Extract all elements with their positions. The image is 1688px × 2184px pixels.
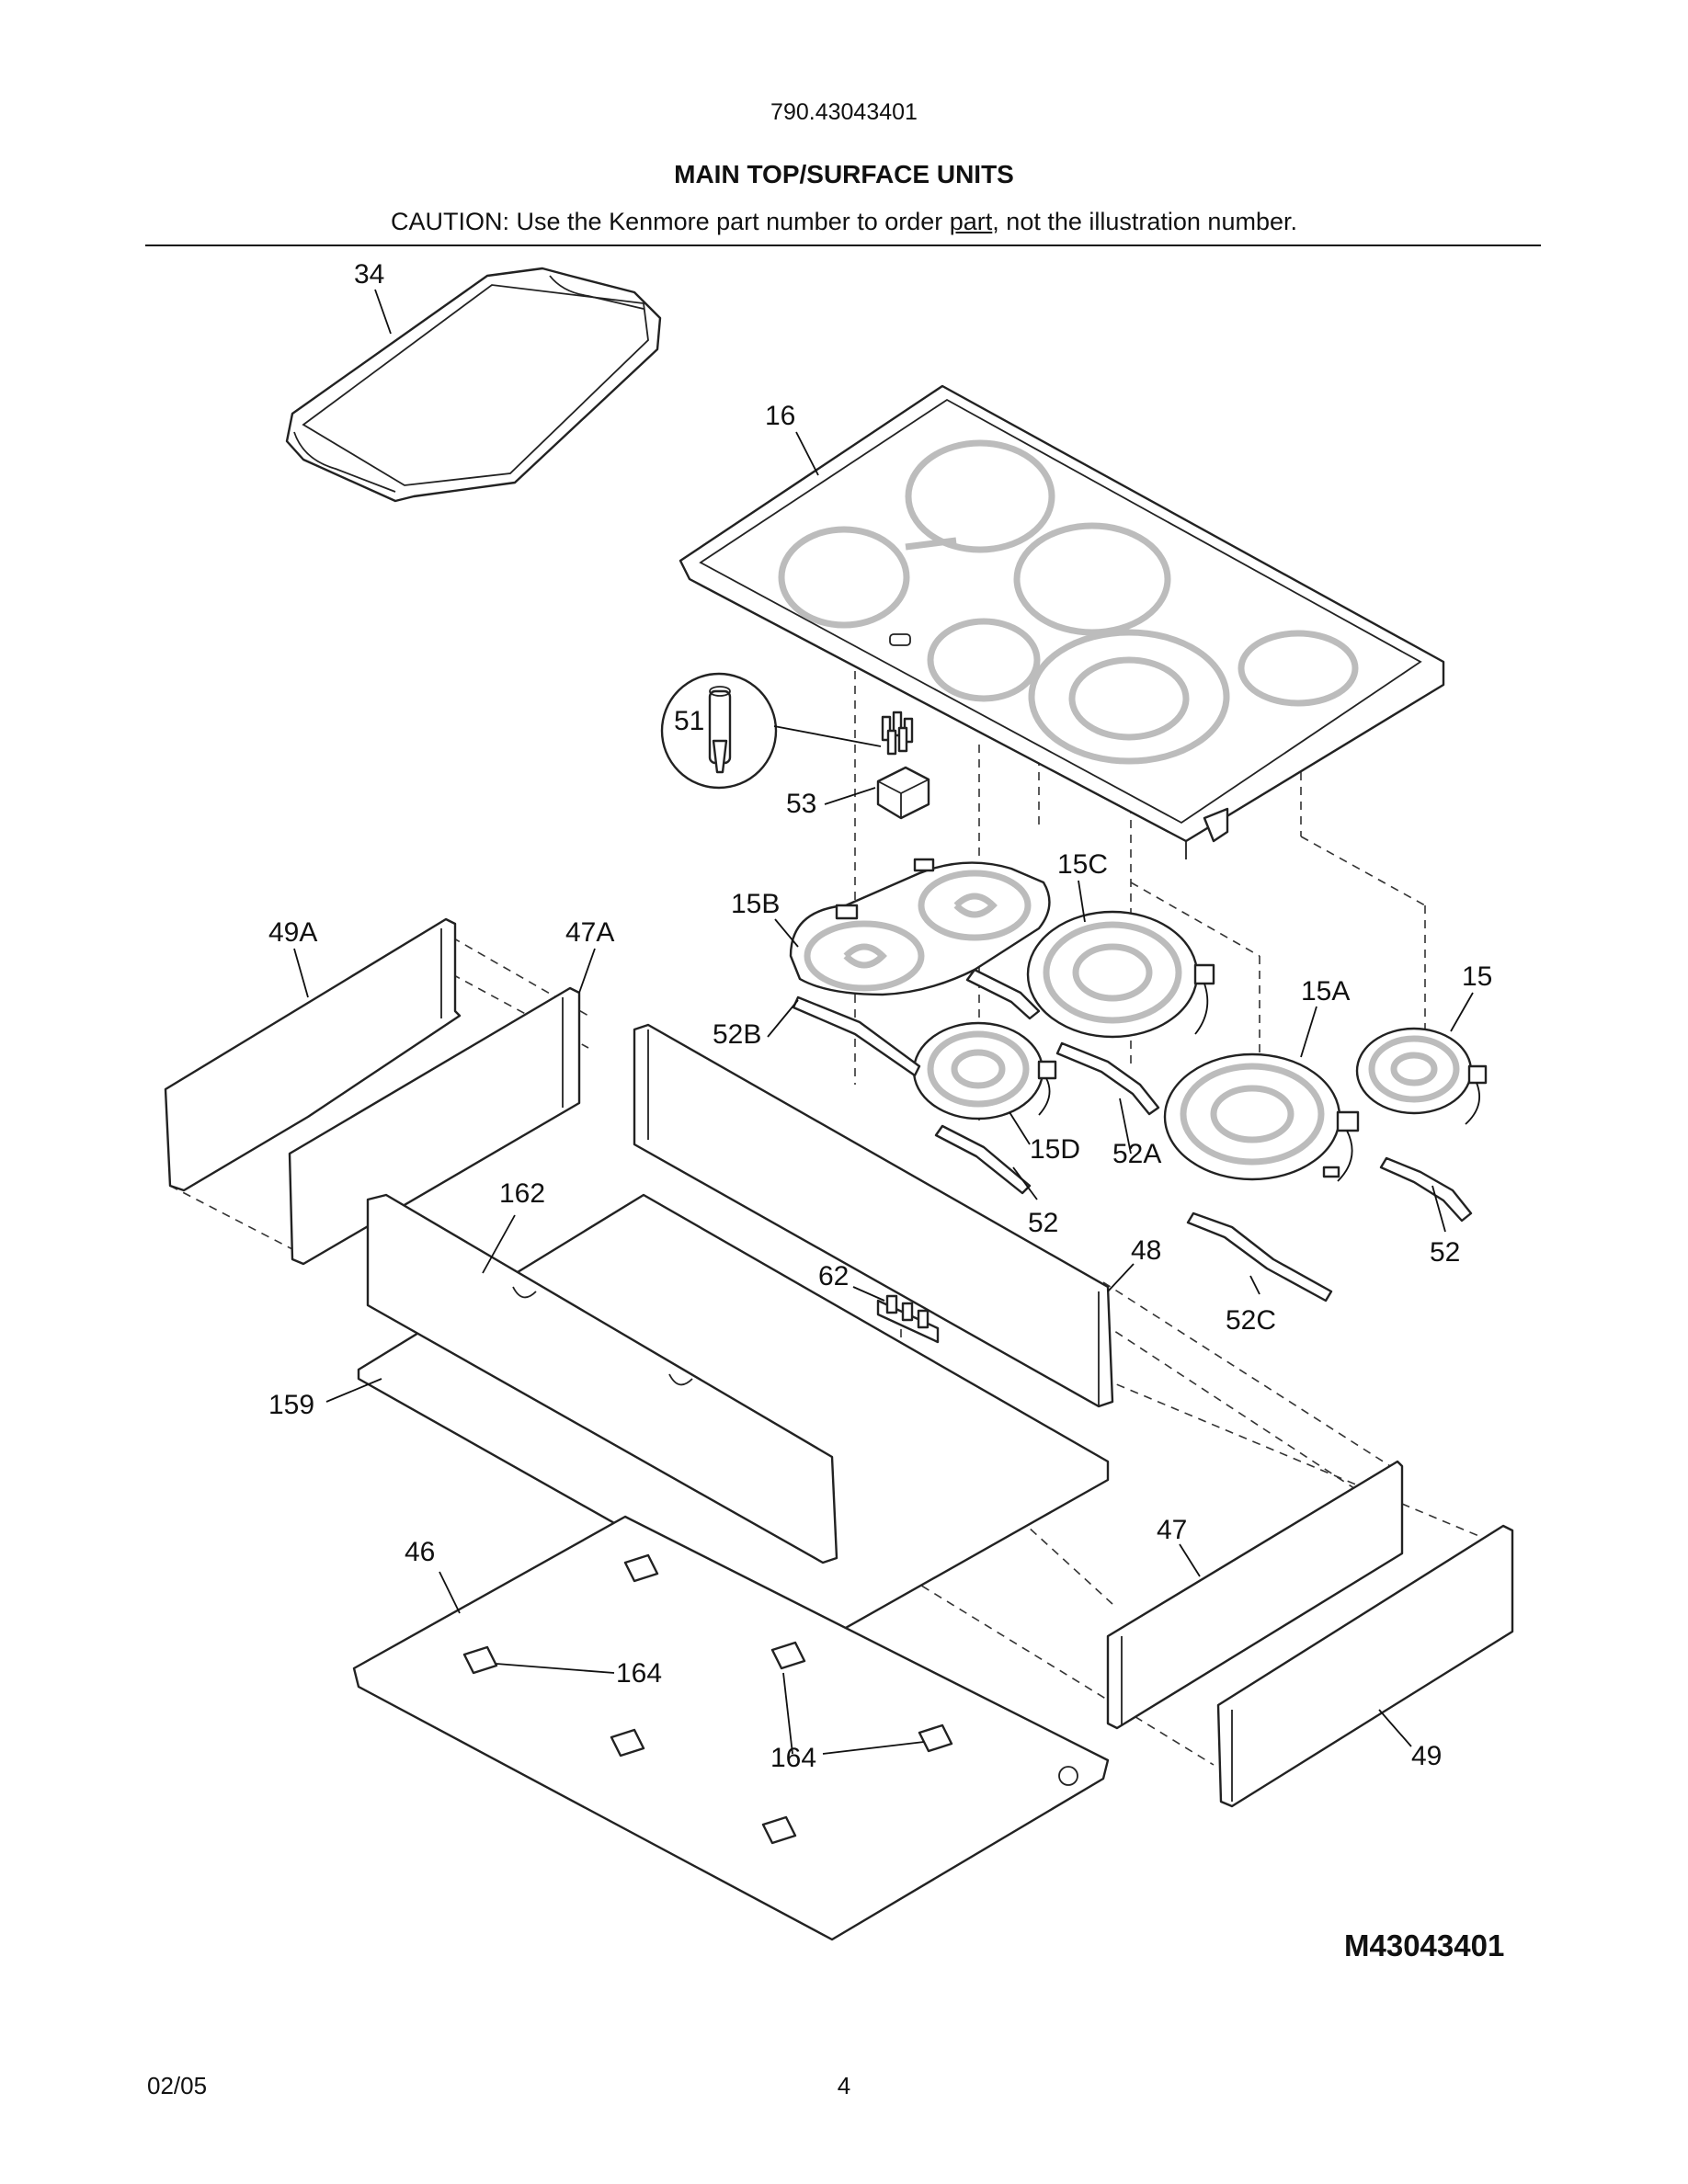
bracket-upper — [965, 968, 1041, 1020]
model-number: 790.43043401 — [770, 99, 918, 125]
part-46-bottom-pan — [352, 1515, 1110, 1941]
part-53-terminal-block — [876, 711, 930, 820]
page-number: 4 — [837, 2072, 851, 2099]
bracket-52B — [792, 995, 921, 1077]
callout-labels: 34 16 51 53 15B 15C 49A 47A 15A 15 52B 1… — [268, 259, 1492, 1773]
part-164-brackets — [462, 1553, 953, 1845]
callout-47: 47 — [1157, 1515, 1187, 1545]
callout-15C: 15C — [1057, 849, 1108, 880]
section-title: MAIN TOP/SURFACE UNITS — [674, 160, 1014, 188]
part-51-detail-circle — [660, 672, 882, 790]
callout-34: 34 — [354, 259, 384, 290]
callout-162: 162 — [499, 1178, 545, 1209]
header-divider — [145, 245, 1541, 246]
part-48-rear-panel — [633, 1023, 1114, 1408]
part-47-panel — [1106, 1460, 1404, 1730]
callout-16: 16 — [765, 401, 795, 431]
callout-51: 51 — [674, 706, 704, 736]
part-49A-side-panel — [164, 917, 462, 1192]
part-15-element — [1355, 1027, 1488, 1125]
callout-48: 48 — [1131, 1235, 1161, 1266]
callout-15A: 15A — [1301, 976, 1350, 1007]
callout-15: 15 — [1462, 961, 1492, 992]
callout-52-center: 52 — [1028, 1208, 1058, 1238]
callout-62: 62 — [818, 1261, 849, 1291]
callout-49: 49 — [1411, 1741, 1442, 1771]
part-47A-panel — [288, 986, 581, 1266]
bracket-52A — [1055, 1041, 1160, 1116]
caution-text-end: , not the illustration number. — [992, 208, 1297, 235]
part-49-side-panel — [1216, 1524, 1514, 1808]
callout-52-right: 52 — [1430, 1237, 1460, 1268]
figure-code: M43043401 — [1344, 1928, 1505, 1962]
callout-164-lower: 164 — [770, 1743, 816, 1773]
callout-47A: 47A — [565, 917, 614, 948]
element-brackets — [792, 968, 1473, 1302]
callout-46: 46 — [405, 1537, 435, 1567]
caution-underlined-word: part — [949, 208, 993, 235]
caution-text-start: CAUTION: Use the Kenmore part number to … — [391, 208, 950, 235]
callout-52C: 52C — [1226, 1305, 1276, 1336]
bracket-52-right — [1379, 1156, 1473, 1223]
part-15A-element — [1163, 1052, 1360, 1182]
part-15D-element — [912, 1021, 1057, 1120]
part-16-cooktop-glass — [679, 384, 1445, 859]
callout-49A: 49A — [268, 917, 317, 948]
caution-note: CAUTION: Use the Kenmore part number to … — [0, 208, 1688, 236]
part-34-griddle — [285, 267, 662, 503]
bracket-52-left — [934, 1124, 1032, 1195]
callout-15D: 15D — [1030, 1134, 1080, 1165]
part-62-terminal-strip — [876, 1294, 940, 1344]
callout-159: 159 — [268, 1390, 314, 1420]
callout-15B: 15B — [731, 889, 780, 919]
part-162-front-panel — [366, 1193, 838, 1564]
callout-52A: 52A — [1112, 1139, 1161, 1169]
footer-date: 02/05 — [147, 2072, 208, 2099]
callout-52B: 52B — [713, 1019, 761, 1050]
part-15B-dual-element — [789, 858, 1051, 996]
bracket-52C — [1186, 1211, 1333, 1302]
leader-lines — [293, 289, 1474, 1755]
callout-53: 53 — [786, 789, 816, 819]
part-15C-element — [1026, 910, 1215, 1039]
callout-164-upper: 164 — [616, 1658, 662, 1689]
